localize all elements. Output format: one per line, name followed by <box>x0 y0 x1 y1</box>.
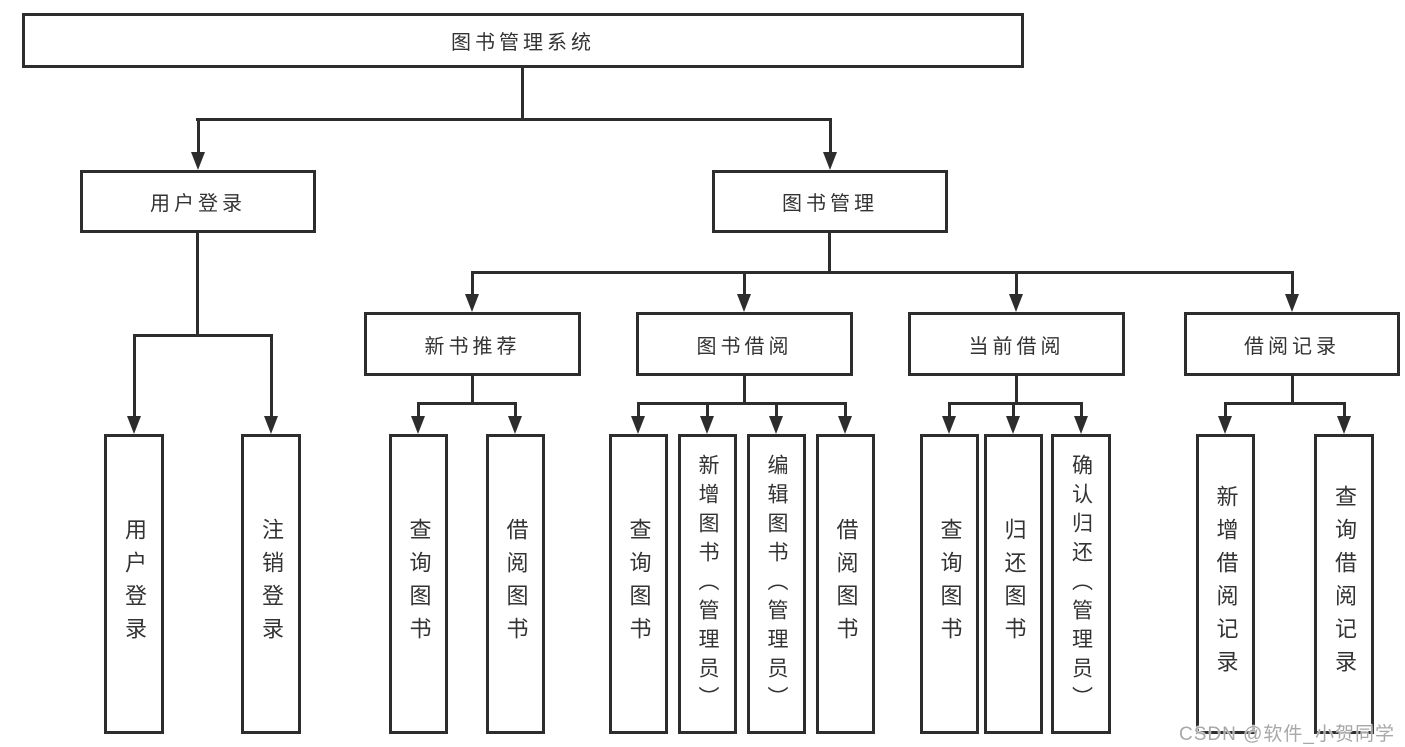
arrowhead-down-icon <box>508 416 522 434</box>
connector-v-line <box>706 402 709 417</box>
connector-v-line <box>829 118 832 153</box>
leaf-return-book: 归还图书 <box>984 434 1043 734</box>
leaf-borrow-books-1: 借阅图书 <box>486 434 545 734</box>
connector-h-line <box>133 334 273 337</box>
connector-v-line <box>417 402 420 417</box>
arrowhead-down-icon <box>838 416 852 434</box>
node-user-login-label: 用户登录 <box>150 193 246 215</box>
arrowhead-down-icon <box>1006 416 1020 434</box>
node-current-borrowing-label: 当前借阅 <box>968 335 1065 358</box>
connector-v-line <box>471 271 474 295</box>
leaf-borrow-books-2: 借阅图书 <box>816 434 875 734</box>
node-new-book-recommend-label: 新书推荐 <box>424 335 521 358</box>
node-book-borrowing-label: 图书借阅 <box>696 335 793 358</box>
arrowhead-down-icon <box>411 416 425 434</box>
connector-v-line <box>1012 402 1015 417</box>
arrowhead-down-icon <box>769 416 783 434</box>
connector-v-line <box>743 271 746 295</box>
leaf-edit-book-admin: 编辑图书（管理员） <box>747 434 806 734</box>
leaf-query-books-3: 查询图书 <box>920 434 979 734</box>
leaf-query-books-2-label: 查询图书 <box>626 518 652 650</box>
leaf-borrow-books-1-label: 借阅图书 <box>503 518 529 650</box>
leaf-edit-book-admin-label: 编辑图书（管理员） <box>765 453 788 715</box>
node-library-system: 图书管理系统 <box>22 13 1024 68</box>
arrowhead-down-icon <box>1285 294 1299 312</box>
arrowhead-down-icon <box>1337 416 1351 434</box>
leaf-add-borrow-record-label: 新增借阅记录 <box>1213 485 1239 683</box>
leaf-query-books-1-label: 查询图书 <box>406 518 432 650</box>
node-book-management: 图书管理 <box>712 170 948 233</box>
node-borrowing-records: 借阅记录 <box>1184 312 1400 376</box>
connector-v-line <box>196 233 199 337</box>
connector-v-line <box>270 334 273 417</box>
connector-v-line <box>471 376 474 405</box>
connector-v-line <box>1080 402 1083 417</box>
leaf-logout-label: 注销登录 <box>259 518 284 650</box>
leaf-query-borrow-record: 查询借阅记录 <box>1314 434 1374 734</box>
arrowhead-down-icon <box>823 152 837 170</box>
connector-v-line <box>775 402 778 417</box>
leaf-query-borrow-record-label: 查询借阅记录 <box>1332 485 1357 683</box>
node-borrowing-records-label: 借阅记录 <box>1244 335 1340 358</box>
connector-v-line <box>637 402 640 417</box>
connector-v-line <box>133 334 136 417</box>
leaf-add-book-admin: 新增图书（管理员） <box>678 434 737 734</box>
connector-h-line <box>196 118 832 121</box>
leaf-query-books-3-label: 查询图书 <box>937 518 963 650</box>
arrowhead-down-icon <box>737 294 751 312</box>
arrowhead-down-icon <box>127 416 141 434</box>
arrowhead-down-icon <box>700 416 714 434</box>
connector-h-line <box>417 402 517 405</box>
leaf-add-borrow-record: 新增借阅记录 <box>1196 434 1255 734</box>
connector-v-line <box>1291 271 1294 295</box>
node-book-borrowing: 图书借阅 <box>636 312 853 376</box>
connector-v-line <box>828 233 831 274</box>
connector-h-line <box>948 402 1083 405</box>
arrowhead-down-icon <box>264 416 278 434</box>
connector-v-line <box>197 118 200 153</box>
connector-v-line <box>521 68 524 121</box>
connector-v-line <box>743 376 746 405</box>
leaf-query-books-2: 查询图书 <box>609 434 668 734</box>
arrowhead-down-icon <box>465 294 479 312</box>
connector-v-line <box>1015 271 1018 295</box>
connector-h-line <box>471 271 1294 274</box>
leaf-add-book-admin-label: 新增图书（管理员） <box>696 453 719 715</box>
leaf-borrow-books-2-label: 借阅图书 <box>833 518 859 650</box>
connector-v-line <box>1224 402 1227 417</box>
node-current-borrowing: 当前借阅 <box>908 312 1125 376</box>
connector-v-line <box>948 402 951 417</box>
connector-v-line <box>514 402 517 417</box>
leaf-user-login: 用户登录 <box>104 434 164 734</box>
leaf-user-login-label: 用户登录 <box>122 518 147 650</box>
node-library-system-label: 图书管理系统 <box>451 32 595 54</box>
arrowhead-down-icon <box>1074 416 1088 434</box>
arrowhead-down-icon <box>631 416 645 434</box>
arrowhead-down-icon <box>942 416 956 434</box>
connector-h-line <box>637 402 847 405</box>
leaf-return-book-label: 归还图书 <box>1001 518 1027 650</box>
connector-v-line <box>1015 376 1018 405</box>
watermark: CSDN @软件_小贺同学 <box>1179 724 1395 745</box>
leaf-logout: 注销登录 <box>241 434 301 734</box>
leaf-confirm-return-admin-label: 确认归还（管理员） <box>1069 453 1093 715</box>
connector-v-line <box>1291 376 1294 405</box>
connector-v-line <box>844 402 847 417</box>
node-new-book-recommend: 新书推荐 <box>364 312 581 376</box>
arrowhead-down-icon <box>1009 294 1023 312</box>
arrowhead-down-icon <box>191 152 205 170</box>
leaf-confirm-return-admin: 确认归还（管理员） <box>1051 434 1111 734</box>
arrowhead-down-icon <box>1218 416 1232 434</box>
leaf-query-books-1: 查询图书 <box>389 434 448 734</box>
connector-v-line <box>1343 402 1346 417</box>
connector-h-line <box>1224 402 1346 405</box>
node-book-management-label: 图书管理 <box>782 193 878 215</box>
node-user-login: 用户登录 <box>80 170 316 233</box>
